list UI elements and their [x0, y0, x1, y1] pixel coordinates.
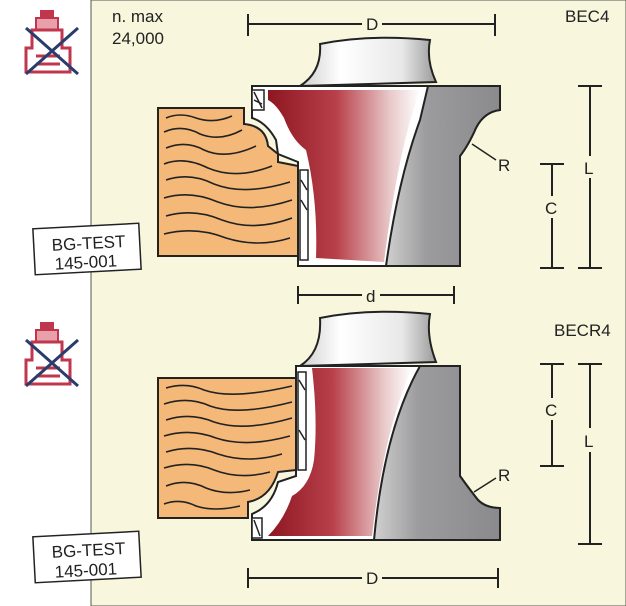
dim-C-label-bottom: C [545, 401, 557, 420]
dimension-L-bottom [578, 363, 602, 545]
wood-workpiece-bottom [157, 377, 297, 519]
bottom-panel: BECR4 R [24, 310, 611, 588]
speed-label: n. max [112, 7, 164, 26]
dim-D-label-bottom: D [366, 569, 378, 588]
no-hand-feed-icon [24, 10, 79, 76]
dim-L-label-bottom: L [584, 432, 593, 451]
dimension-L-top [578, 85, 602, 269]
dim-R-label-top: R [498, 156, 510, 175]
dim-L-label-top: L [584, 159, 593, 178]
dim-d-label-top: d [366, 287, 375, 306]
model-code-top: BEC4 [565, 7, 609, 26]
dimension-C-bottom [540, 363, 564, 467]
dim-C-label-top: C [545, 199, 557, 218]
dim-D-label-top: D [366, 15, 378, 34]
test-tag-line1-top: BG-TEST [51, 232, 126, 255]
no-hand-feed-icon [24, 322, 79, 388]
test-tag-bottom: BG-TEST 145-001 [32, 530, 142, 584]
shank-top [296, 36, 438, 88]
dim-R-label-bottom: R [498, 466, 510, 485]
carbide-cutter-top [268, 90, 420, 262]
model-code-bottom: BECR4 [554, 321, 611, 340]
test-tag-top: BG-TEST 145-001 [32, 222, 142, 276]
top-panel: n. max 24,000 BEC4 D [24, 7, 609, 306]
speed-value: 24,000 [112, 29, 164, 48]
carbide-cutter-bottom [268, 368, 412, 536]
dimension-C-top [540, 163, 564, 269]
test-tag-line1-bottom: BG-TEST [51, 539, 126, 562]
dimension-D-bottom [247, 568, 499, 588]
test-tag-line2-top: 145-001 [54, 251, 117, 273]
dimension-D-top [247, 14, 496, 36]
test-tag-line2-bottom: 145-001 [54, 559, 117, 581]
dimension-d-top [297, 286, 455, 304]
shank-bottom [296, 310, 438, 368]
